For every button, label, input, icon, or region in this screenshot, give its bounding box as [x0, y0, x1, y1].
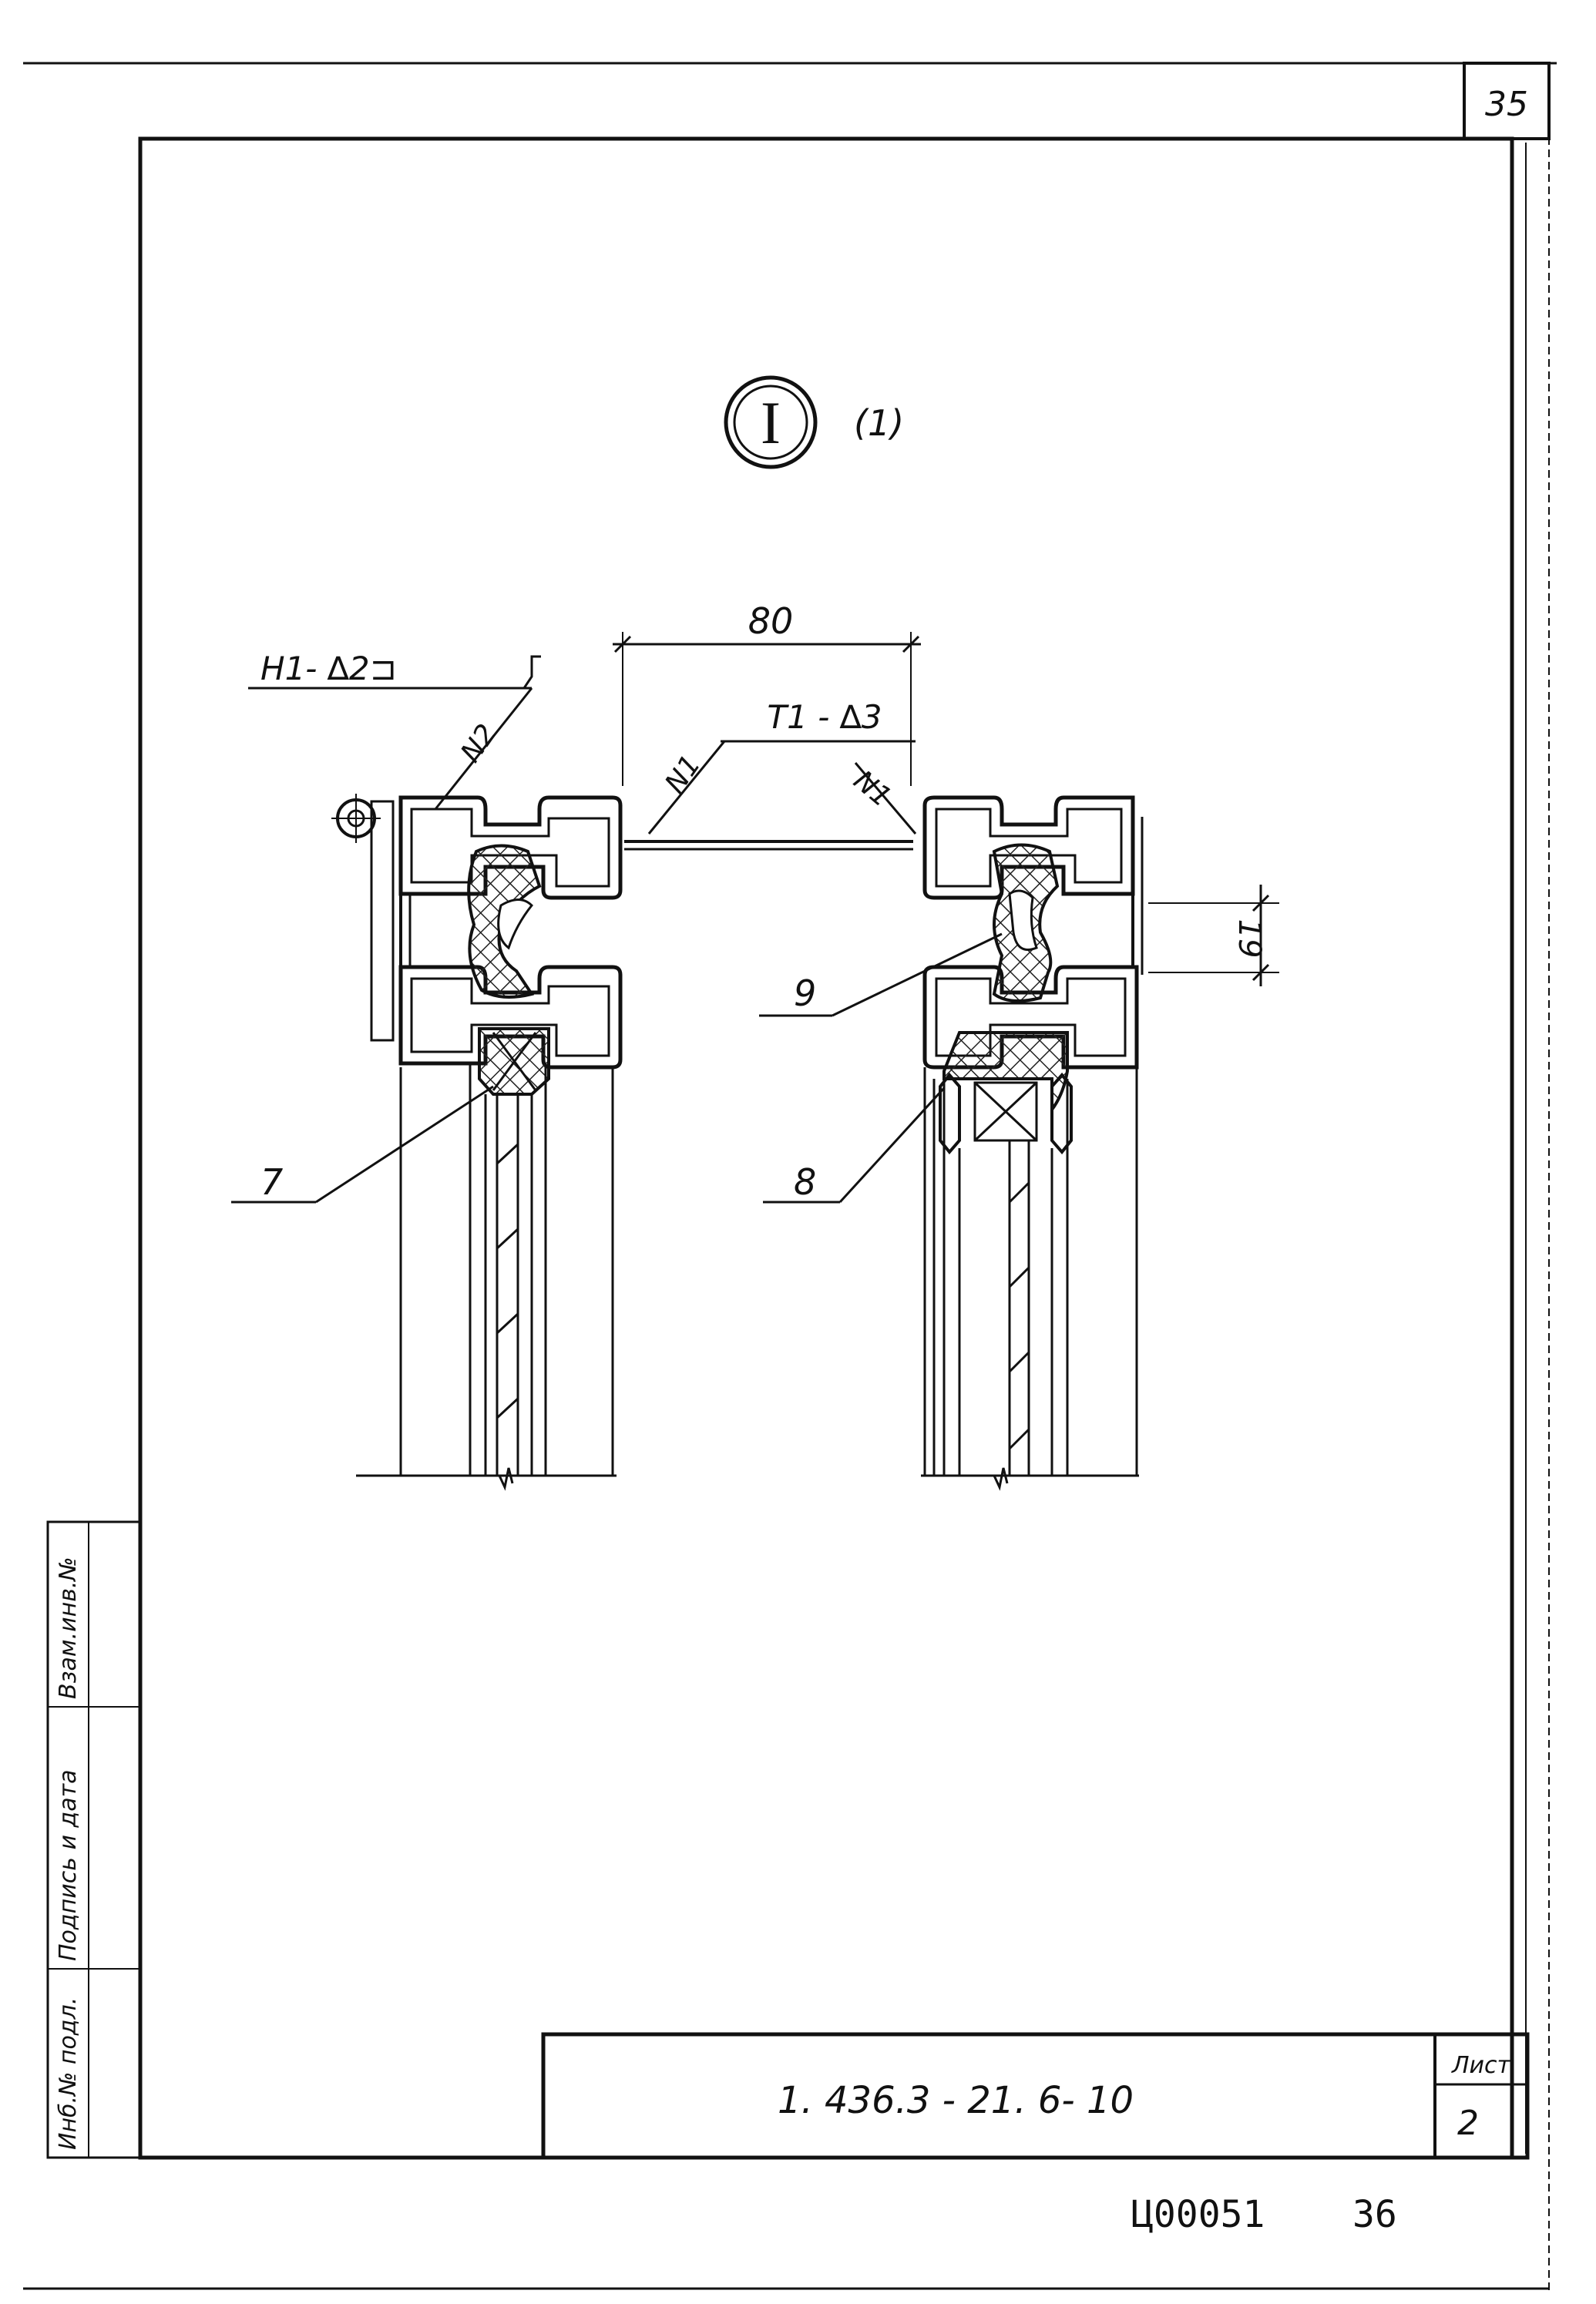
stamp-inventory-label: Инб.№ подл.: [55, 1997, 82, 2150]
archive-code: Ц00051: [1131, 2193, 1265, 2236]
weld-angle-label-left: N2: [455, 719, 502, 768]
archive-footer: Ц00051 36: [1131, 2193, 1397, 2236]
weld-note-center-label: Т1 - ∆3: [767, 698, 882, 736]
stamp-signature-label: Подпись и дата: [55, 1770, 82, 1962]
right-gasket-lower: [942, 1031, 1069, 1115]
title-block: 1. 436.3 - 21. 6- 10 Лист 2: [541, 2032, 1530, 2160]
dimension-80-label: 80: [748, 600, 794, 642]
dimension-19-label: 19: [1231, 919, 1267, 959]
weld-angle-label-center-right: N1: [848, 764, 898, 813]
right-frame-profile: [922, 795, 1144, 1476]
sheet-label: Лист: [1451, 2052, 1512, 2079]
archive-page: 36: [1352, 2193, 1397, 2236]
dimension-80: 80: [613, 600, 921, 786]
callout-9: 9: [759, 932, 1003, 1017]
drawing-designation: 1. 436.3 - 21. 6- 10: [778, 2079, 1134, 2122]
left-gasket-upper: [467, 844, 542, 999]
corner-page-box: 35: [1463, 62, 1551, 140]
dimension-19: 19: [1148, 885, 1279, 986]
sheet-number: 2: [1457, 2104, 1479, 2143]
detail-numeral: I: [761, 389, 781, 456]
corner-page-number: 35: [1485, 85, 1528, 124]
section-baseline: [356, 1467, 1139, 1491]
weld-note-center: Т1 - ∆3 N1 N1: [647, 698, 917, 835]
callout-9-label: 9: [794, 972, 816, 1014]
callout-7-label: 7: [260, 1161, 283, 1203]
callout-7: 7: [231, 1085, 494, 1204]
sheet-frame: [23, 62, 1557, 2292]
callout-8: 8: [763, 1087, 946, 1204]
left-frame-profile: [331, 794, 623, 1476]
weld-note-left: Н1- ∆2⊐ N2: [248, 650, 541, 810]
weld-angle-label-center-left: N1: [659, 750, 707, 799]
side-stamp: Инб.№ подл. Подпись и дата Взам.инв.№: [46, 1520, 142, 2159]
stamp-replace-label: Взам.инв.№: [55, 1557, 82, 1699]
callout-8-label: 8: [794, 1161, 816, 1203]
detail-marker: I (1): [724, 375, 904, 469]
detail-reference: (1): [854, 402, 904, 444]
weld-note-left-label: Н1- ∆2⊐: [260, 650, 397, 687]
